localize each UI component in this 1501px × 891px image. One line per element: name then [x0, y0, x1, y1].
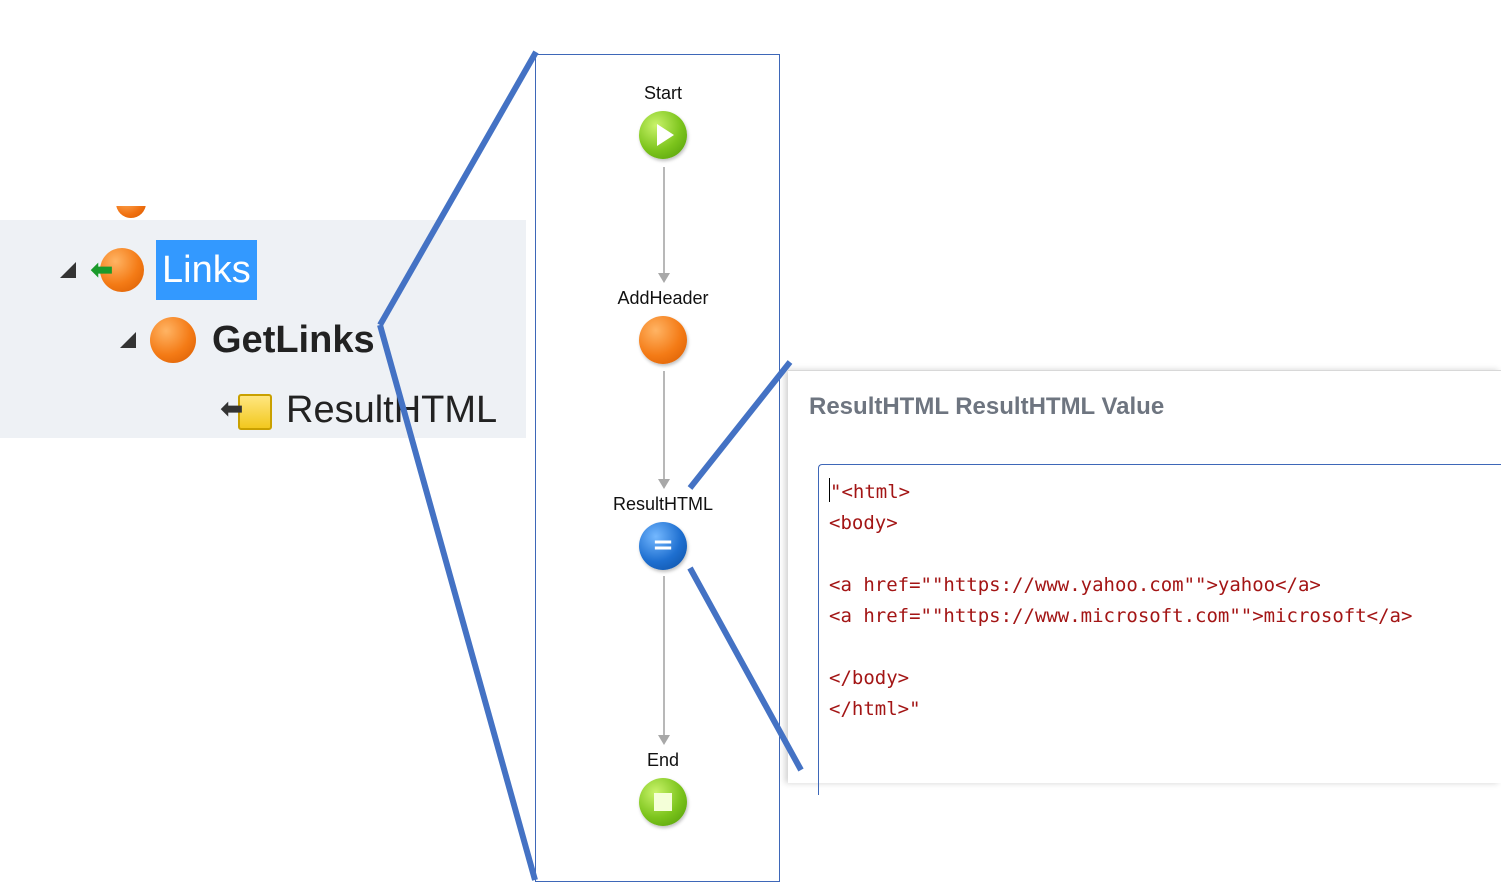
play-icon	[657, 124, 674, 146]
input-variable-icon: ⬅	[218, 390, 272, 430]
code-line: </body>	[829, 667, 910, 689]
arrow-down-icon	[658, 735, 670, 745]
value-editor-title: ResultHTML ResultHTML Value	[809, 393, 1165, 420]
code-line: <a href=""https://www.microsoft.com"">mi…	[829, 605, 1413, 627]
flow-connector	[663, 167, 665, 273]
expression-editor[interactable]: "<html> <body> <a href=""https://www.yah…	[818, 464, 1501, 795]
flow-canvas: Start AddHeader ResultHTML = End	[535, 54, 780, 882]
code-line: "<html>	[830, 481, 911, 503]
action-icon	[150, 317, 196, 363]
expand-triangle-icon[interactable]	[60, 262, 76, 278]
tree-item-links[interactable]: ⬅ Links	[60, 240, 257, 300]
value-editor-panel: ResultHTML ResultHTML Value "<html> <bod…	[788, 370, 1501, 795]
tree-item-label: ResultHTML	[286, 388, 498, 431]
node-label-start: Start	[643, 83, 682, 103]
input-action-icon: ⬅	[90, 246, 150, 294]
code-line: <body>	[829, 512, 898, 534]
start-node[interactable]	[639, 111, 687, 159]
assign-node[interactable]: =	[639, 522, 687, 570]
node-label-resulthtml: ResultHTML	[612, 494, 714, 514]
code-line: <a href=""https://www.yahoo.com"">yahoo<…	[829, 574, 1321, 596]
code-line: </html>"	[829, 698, 921, 720]
flow-connector	[663, 576, 665, 735]
expand-triangle-icon[interactable]	[120, 332, 136, 348]
partial-tree-item-icon	[116, 206, 146, 220]
flow-connector	[663, 371, 665, 479]
assign-equals-icon: =	[652, 530, 674, 560]
end-node[interactable]	[639, 778, 687, 826]
arrow-down-icon	[658, 273, 670, 283]
tree-item-getlinks[interactable]: GetLinks	[120, 312, 375, 368]
addheader-node[interactable]	[639, 316, 687, 364]
tree-item-label: GetLinks	[212, 318, 375, 361]
node-label-end: End	[646, 750, 680, 770]
stop-icon	[654, 793, 672, 811]
arrow-down-icon	[658, 479, 670, 489]
node-label-addheader: AddHeader	[617, 288, 709, 308]
expression-code[interactable]: "<html> <body> <a href=""https://www.yah…	[829, 477, 1412, 725]
tree-item-label: Links	[156, 240, 257, 300]
text-cursor	[829, 478, 830, 502]
tree-item-resulthtml[interactable]: ⬅ ResultHTML	[218, 382, 497, 438]
